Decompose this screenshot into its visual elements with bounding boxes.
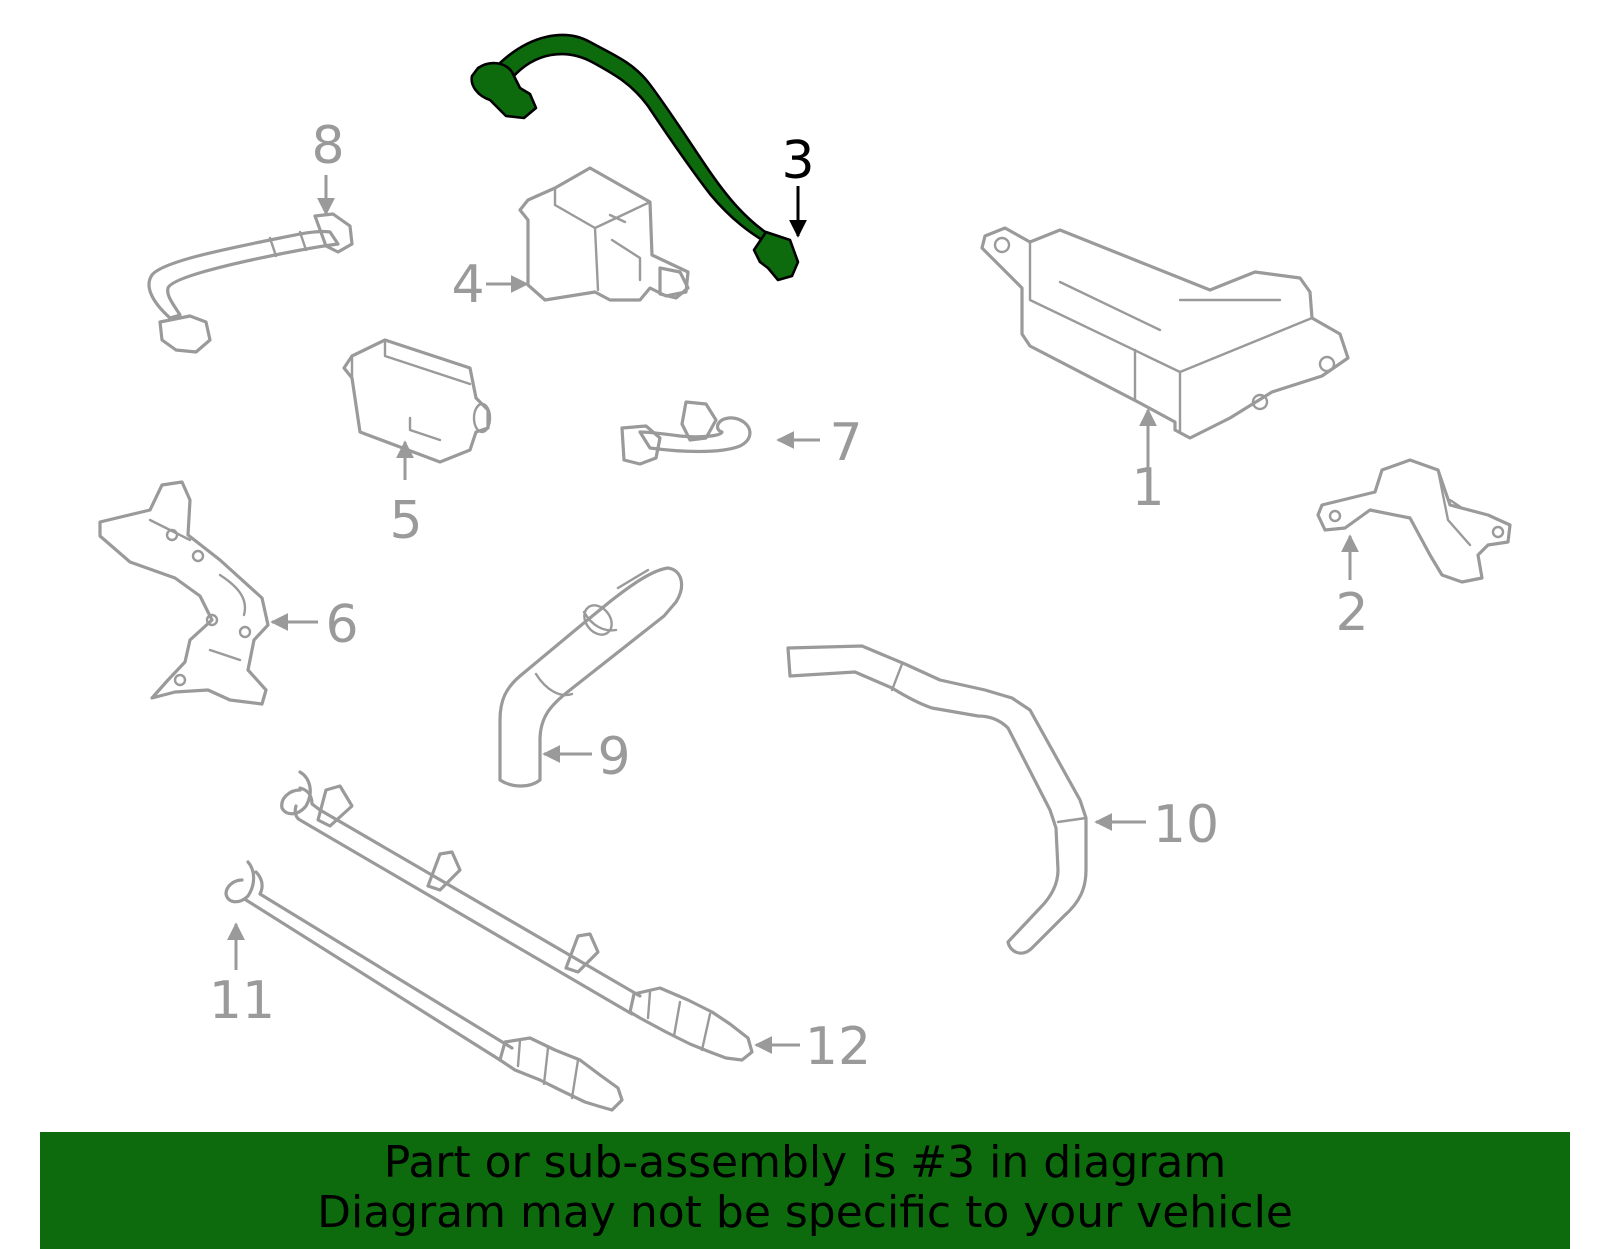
part-11-sensor[interactable] — [224, 860, 624, 1112]
callout-11: 11 — [209, 971, 275, 1031]
part-5-filter[interactable] — [342, 338, 492, 464]
callout-1: 1 — [1131, 458, 1164, 518]
part-3-hose-highlighted[interactable] — [470, 33, 800, 282]
part-8-hose[interactable] — [147, 212, 354, 354]
callout-labels: 1 2 3 4 5 6 7 8 9 10 11 12 — [209, 116, 1369, 1077]
banner-line-1: Part or sub-assembly is #3 in diagram — [383, 1137, 1227, 1188]
part-4-valve[interactable] — [518, 166, 690, 302]
banner-line-2: Diagram may not be specific to your vehi… — [317, 1187, 1293, 1238]
part-1-canister[interactable] — [980, 226, 1350, 440]
part-9-hose[interactable] — [498, 566, 684, 788]
part-12-sensor[interactable] — [280, 770, 754, 1062]
callout-12: 12 — [805, 1017, 871, 1077]
callout-4: 4 — [451, 255, 484, 315]
callout-2: 2 — [1335, 583, 1368, 643]
part-6-bracket[interactable] — [98, 480, 270, 706]
callout-3: 3 — [781, 131, 814, 191]
info-banner: Part or sub-assembly is #3 in diagram Di… — [40, 1132, 1570, 1249]
leader-lines — [227, 175, 1359, 1054]
callout-7: 7 — [829, 413, 862, 473]
callout-6: 6 — [325, 595, 358, 655]
callout-10: 10 — [1153, 795, 1219, 855]
callout-8: 8 — [311, 116, 344, 176]
callout-9: 9 — [597, 727, 630, 787]
part-2-bracket[interactable] — [1316, 458, 1512, 584]
callout-5: 5 — [389, 491, 422, 551]
part-10-hose[interactable] — [786, 644, 1088, 955]
part-7-hose[interactable] — [620, 400, 752, 466]
